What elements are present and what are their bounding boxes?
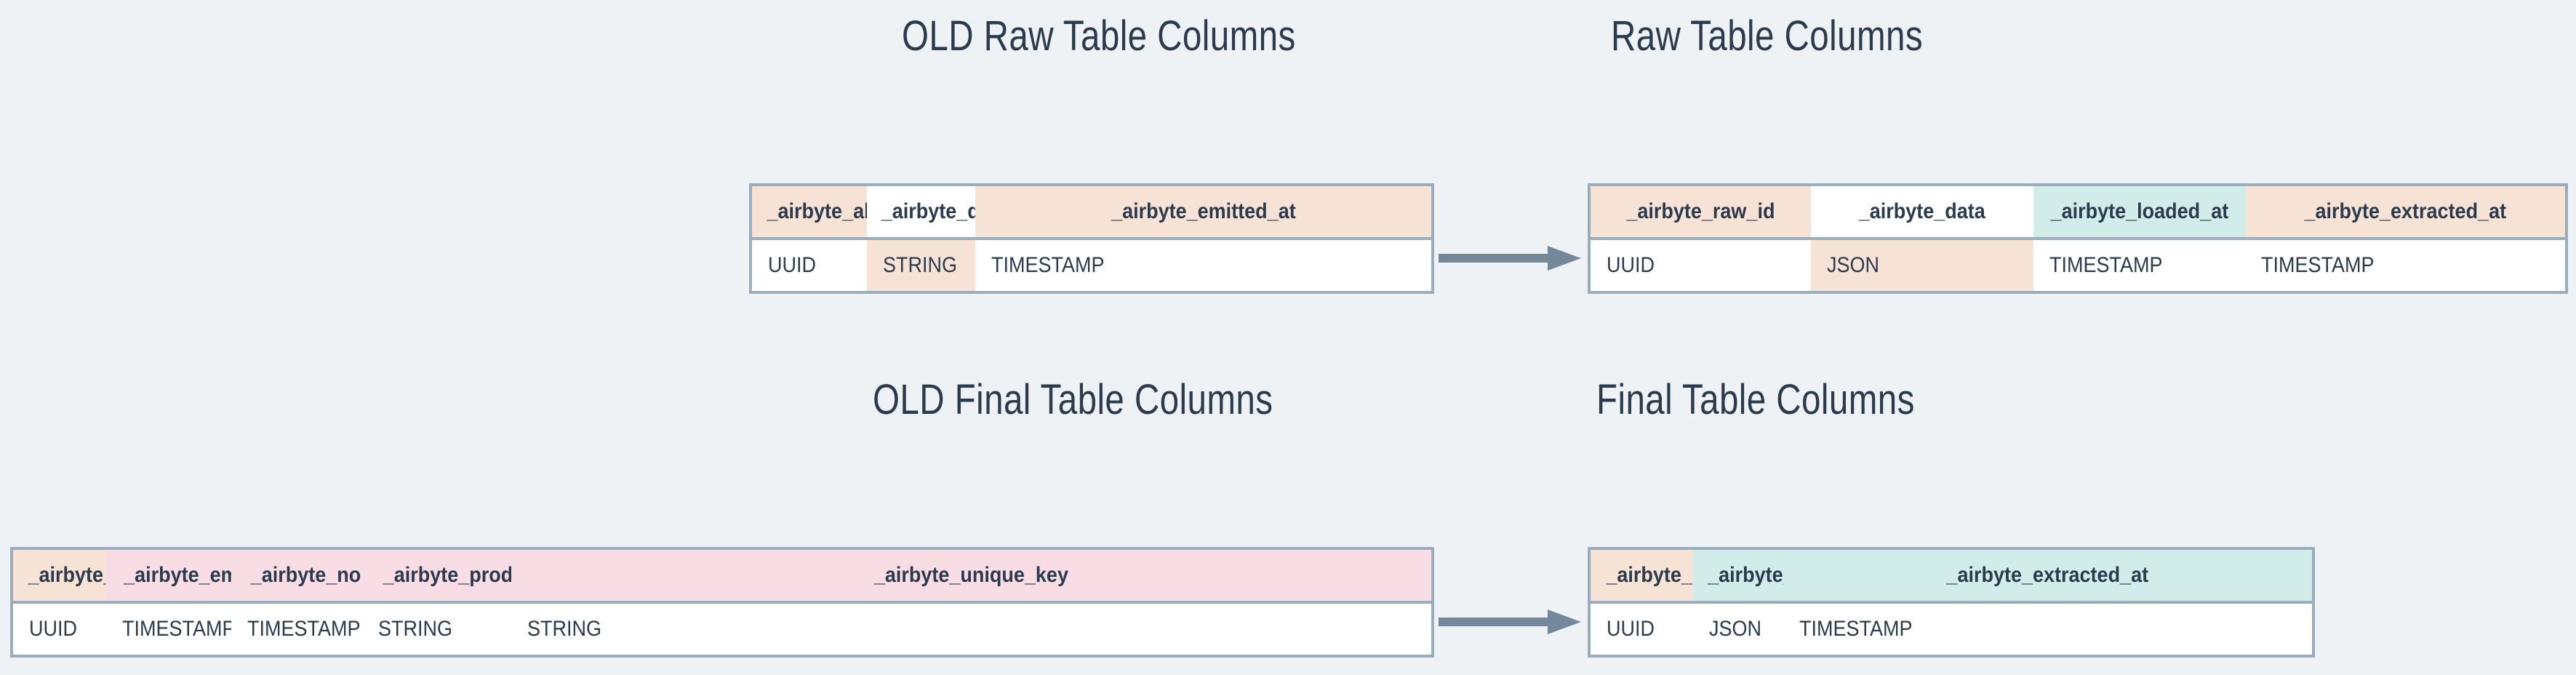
table-type-row: UUID TIMESTAMP TIMESTAMP STRING STRING: [13, 604, 1431, 655]
table-type-row: UUID JSON TIMESTAMP: [1591, 604, 2312, 655]
column-type-airbyte-extracted-at: TIMESTAMP: [2245, 240, 2565, 291]
column-header-label: _airbyte_extracted_at: [1946, 563, 2149, 587]
column-header-airbyte-ab-id: _airbyte_ab_id: [752, 186, 867, 240]
column-header-airbyte-emitted-at: _airbyte_emitted_at: [975, 186, 1431, 240]
column-type-airbyte-emitted-at: TIMESTAMP: [106, 604, 231, 655]
column-header-label: _airbyte_ab_id: [767, 199, 867, 223]
column-type-label: UUID: [768, 253, 817, 277]
column-type-label: UUID: [29, 617, 78, 641]
column-type-label: STRING: [883, 253, 958, 277]
column-type-label: TIMESTAMP: [2261, 253, 2375, 277]
column-header-label: _airbyte_extracted_at: [2304, 199, 2506, 223]
table-final: _airbyte_raw_id _airbyte_meta _airbyte_ext…: [1588, 547, 2315, 658]
table-old-raw: _airbyte_ab_id _airbyte_data _airbyte_emit…: [749, 183, 1434, 294]
column-header-label: _airbyte_raw_id: [1606, 563, 1693, 587]
column-header-label: _airbyte_raw_id: [1626, 199, 1775, 223]
table-header-row: _airbyte_ab_id _airbyte_data _airbyte_emit…: [752, 186, 1431, 240]
column-type-airbyte-products-hashid: STRING: [362, 604, 511, 655]
column-type-label: TIMESTAMP: [1799, 617, 1913, 641]
table-header-row: _airbyte_ab_id _airbyte_emitted_at _airbyt…: [13, 550, 1431, 604]
title-raw-table-columns: Raw Table Columns: [1611, 12, 1924, 60]
column-type-airbyte-raw-id: UUID: [1591, 604, 1693, 655]
table-header-row: _airbyte_raw_id _airbyte_meta _airbyte_ext…: [1591, 550, 2312, 604]
column-type-airbyte-data: STRING: [867, 240, 975, 291]
column-header-airbyte-ab-id: _airbyte_ab_id: [13, 550, 106, 604]
arrow-right-icon-final: [1439, 605, 1581, 639]
column-type-airbyte-unique-key: STRING: [511, 604, 1431, 655]
column-type-label: UUID: [1607, 253, 1655, 277]
table-header-row: _airbyte_raw_id _airbyte_data _airbyte_loa…: [1591, 186, 2565, 240]
column-type-airbyte-meta: JSON: [1693, 604, 1783, 655]
column-header-airbyte-extracted-at: _airbyte_extracted_at: [2245, 186, 2565, 240]
column-type-label: TIMESTAMP: [247, 617, 361, 641]
column-type-label: JSON: [1827, 253, 1880, 277]
column-type-airbyte-ab-id: UUID: [13, 604, 106, 655]
column-type-label: TIMESTAMP: [122, 617, 231, 641]
column-header-label: _airbyte_emitted_at: [124, 563, 231, 587]
column-header-label: _airbyte_data: [1858, 199, 1986, 223]
column-header-airbyte-data: _airbyte_data: [867, 186, 975, 240]
column-header-airbyte-unique-key: _airbyte_unique_key: [511, 550, 1431, 604]
column-type-label: STRING: [378, 617, 453, 641]
column-type-label: TIMESTAMP: [2049, 253, 2163, 277]
column-header-label: _airbyte_products_hashid: [383, 563, 511, 587]
column-header-label: _airbyte_normalized_at: [250, 563, 362, 587]
table-old-final: _airbyte_ab_id _airbyte_emitted_at _airbyt…: [10, 547, 1434, 658]
column-header-airbyte-raw-id: _airbyte_raw_id: [1591, 550, 1693, 604]
column-header-label: _airbyte_emitted_at: [1111, 199, 1296, 223]
column-type-label: UUID: [1607, 617, 1655, 641]
column-type-airbyte-data: JSON: [1811, 240, 2033, 291]
column-type-label: JSON: [1709, 617, 1762, 641]
table-type-row: UUID STRING TIMESTAMP: [752, 240, 1431, 291]
column-type-airbyte-raw-id: UUID: [1591, 240, 1811, 291]
column-header-label: _airbyte_loaded_at: [2050, 199, 2229, 223]
column-header-airbyte-products-hashid: _airbyte_products_hashid: [362, 550, 511, 604]
column-header-airbyte-emitted-at: _airbyte_emitted_at: [106, 550, 231, 604]
column-type-airbyte-loaded-at: TIMESTAMP: [2033, 240, 2245, 291]
title-final-table-columns: Final Table Columns: [1596, 376, 1915, 423]
arrow-right-icon-raw: [1439, 241, 1581, 275]
column-header-label: _airbyte_meta: [1708, 563, 1783, 587]
column-header-airbyte-extracted-at: _airbyte_extracted_at: [1783, 550, 2312, 604]
title-old-final-table-columns: OLD Final Table Columns: [873, 376, 1273, 423]
column-header-airbyte-meta: _airbyte_meta: [1693, 550, 1783, 604]
title-old-raw-table-columns: OLD Raw Table Columns: [902, 12, 1296, 60]
column-header-airbyte-normalized-at: _airbyte_normalized_at: [231, 550, 362, 604]
column-type-airbyte-emitted-at: TIMESTAMP: [975, 240, 1431, 291]
column-header-label: _airbyte_unique_key: [873, 563, 1069, 587]
column-type-airbyte-normalized-at: TIMESTAMP: [231, 604, 362, 655]
column-type-label: TIMESTAMP: [991, 253, 1105, 277]
column-header-label: _airbyte_ab_id: [28, 563, 106, 587]
column-type-airbyte-extracted-at: TIMESTAMP: [1783, 604, 2312, 655]
column-header-label: _airbyte_data: [881, 199, 975, 223]
column-header-airbyte-loaded-at: _airbyte_loaded_at: [2033, 186, 2245, 240]
column-header-airbyte-data: _airbyte_data: [1811, 186, 2033, 240]
column-header-airbyte-raw-id: _airbyte_raw_id: [1591, 186, 1811, 240]
column-type-airbyte-ab-id: UUID: [752, 240, 867, 291]
table-raw: _airbyte_raw_id _airbyte_data _airbyte_loa…: [1588, 183, 2568, 294]
table-type-row: UUID JSON TIMESTAMP TIMESTAMP: [1591, 240, 2565, 291]
column-type-label: STRING: [527, 617, 602, 641]
